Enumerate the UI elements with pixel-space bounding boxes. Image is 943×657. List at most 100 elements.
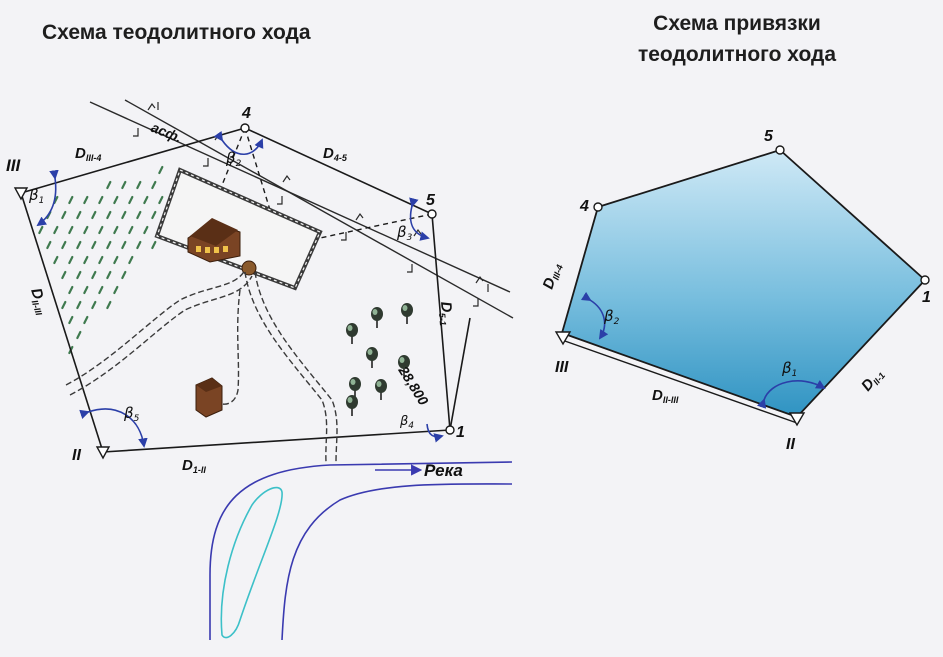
tree-icon [366, 347, 378, 368]
grass-stroke [151, 210, 157, 220]
traverse-polygon [560, 148, 927, 419]
side-label-II-III: DII-III [26, 286, 51, 317]
station-III-marker [13, 187, 29, 201]
grass-stroke [121, 180, 127, 190]
grass-stroke [136, 210, 142, 220]
grass-stroke [113, 255, 119, 265]
grass-stroke [76, 330, 82, 340]
r-station-III-marker [554, 331, 572, 346]
r-station-II-marker [788, 412, 806, 427]
right-title-line2: теодолитного хода [638, 43, 836, 66]
grass-stroke [158, 195, 164, 205]
grass-stroke [98, 285, 104, 295]
right-title-line1: Схема привязки [653, 12, 821, 35]
station-5-marker [427, 209, 437, 219]
grass-stroke [91, 300, 97, 310]
r-station-label-II: II [786, 436, 795, 453]
grass-stroke [98, 255, 104, 265]
station-4-marker [240, 123, 250, 133]
r-station-4-marker [593, 202, 603, 212]
tree-icon [346, 323, 358, 344]
angle-label-b5: β5 [123, 404, 140, 424]
measurement-label: 28,800 [395, 362, 432, 408]
grass-stroke [121, 270, 127, 280]
grass-stroke [76, 240, 82, 250]
tie-diagram: Схема привязки теодолитного хода 5 4 1 I… [540, 12, 931, 453]
tree-icon [375, 379, 387, 400]
railway-ticks [133, 102, 489, 307]
grass-stroke [121, 240, 127, 250]
grass-stroke [61, 210, 67, 220]
side-label-III-4: DIII-4 [75, 145, 101, 163]
left-title: Схема теодолитного хода [42, 21, 311, 44]
grass-stroke [151, 180, 157, 190]
grass-stroke [128, 225, 134, 235]
grass-stroke [53, 225, 59, 235]
r-station-label-1: 1 [922, 289, 931, 306]
grass-stroke [83, 225, 89, 235]
trees [346, 303, 413, 416]
grass-stroke [38, 225, 44, 235]
right-angle-arcs [580, 291, 826, 409]
grass-stroke [143, 195, 149, 205]
r-station-label-5: 5 [764, 128, 774, 145]
traverse-diagram: Схема теодолитного хода [6, 21, 514, 641]
grass-stroke [106, 240, 112, 250]
tie-baseline [561, 339, 798, 424]
railway-lines [89, 99, 514, 319]
tree-icon [398, 355, 410, 376]
traverse-lines [20, 127, 471, 453]
grass-stroke [83, 285, 89, 295]
grass-stroke [76, 210, 82, 220]
shed-icon [195, 377, 223, 418]
station-1-marker [445, 425, 455, 435]
grass-stroke [136, 180, 142, 190]
r-station-5-marker [775, 145, 785, 155]
building-outline [154, 167, 323, 291]
angle-label-b4: β4 [399, 414, 414, 431]
station-label-5: 5 [426, 192, 436, 209]
angle-label-b1: β1 [28, 186, 44, 206]
grass-stroke [91, 240, 97, 250]
station-II-marker [95, 446, 111, 460]
r-angle-label-b1: β1 [781, 359, 797, 379]
grass-stroke [128, 255, 134, 265]
grass-stroke [83, 195, 89, 205]
grass-stroke [76, 300, 82, 310]
grass-stroke [91, 270, 97, 280]
r-station-1-marker [920, 275, 930, 285]
grass-stroke [106, 300, 112, 310]
tree-icon [346, 395, 358, 416]
grass-stroke [91, 210, 97, 220]
grass-stroke [113, 195, 119, 205]
r-angle-label-b2: β2 [603, 307, 620, 327]
grass-stroke [106, 210, 112, 220]
grass-stroke [113, 285, 119, 295]
grass-stroke [76, 270, 82, 280]
grass-stroke [61, 270, 67, 280]
tree-icon [349, 377, 361, 398]
angle-arcs [36, 130, 444, 448]
angle-label-b3: β3 [396, 223, 413, 243]
dirt-roads [65, 269, 338, 463]
left-station-markers [13, 123, 455, 460]
r-side-label-II-III: DII-III [652, 387, 679, 405]
r-side-label-II-1: DII-1 [858, 365, 887, 395]
grass-stroke [98, 225, 104, 235]
angle-label-b2: β2 [225, 149, 242, 169]
road-surface-label: асф. [149, 119, 184, 146]
river [209, 461, 513, 641]
grass-stroke [68, 285, 74, 295]
tree-icon [371, 307, 383, 328]
grass-stroke [151, 240, 157, 250]
grass-stroke [68, 255, 74, 265]
right-station-markers [554, 145, 930, 427]
house-icon [187, 218, 257, 276]
grass-stroke [68, 195, 74, 205]
station-label-1: 1 [456, 424, 465, 441]
grass-stroke [46, 240, 52, 250]
side-label-5-1: D5-1 [436, 301, 456, 326]
grass-stroke [158, 165, 164, 175]
grass-field [38, 165, 164, 355]
